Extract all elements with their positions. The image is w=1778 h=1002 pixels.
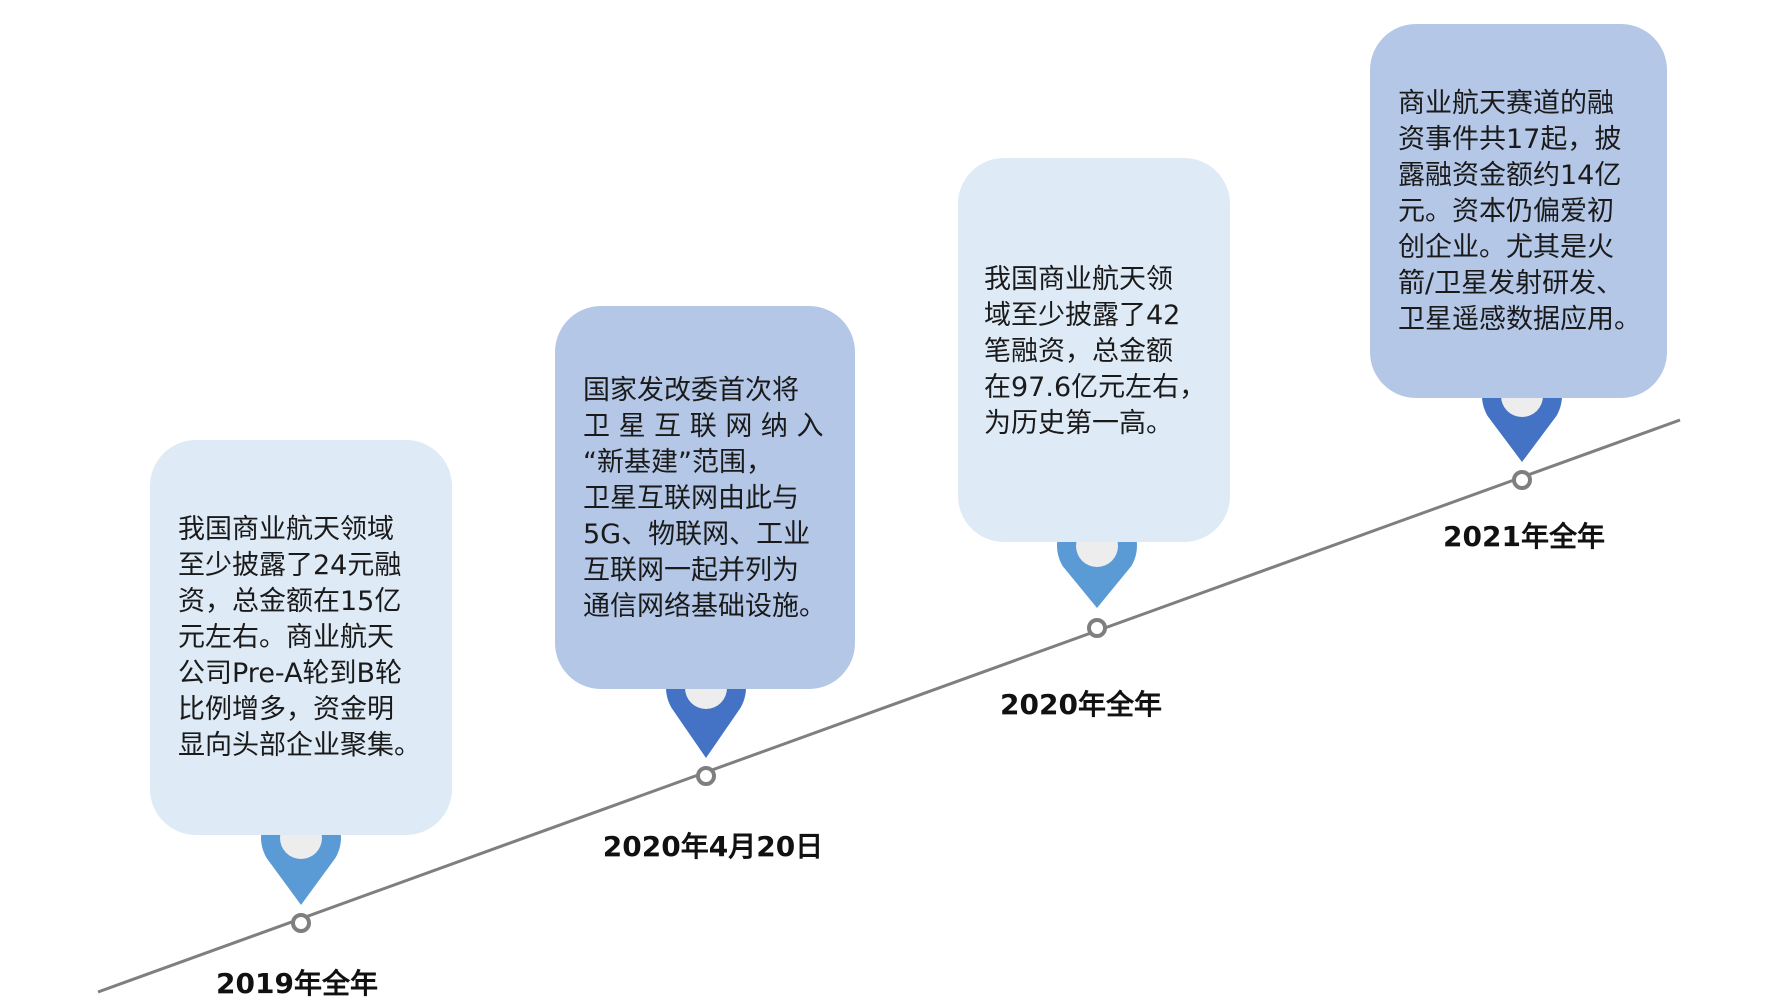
event-text-2021: 商业航天赛道的融 资事件共17起，披 露融资金额约14亿 元。资本仍偏爱初 创企… (1398, 88, 1641, 335)
event-text-2019: 我国商业航天领域 至少披露了24元融 资，总金额在15亿 元左右。商业航天 公司… (178, 514, 421, 761)
event-text-2020: 我国商业航天领 域至少披露了42 笔融资，总金额 在97.6亿元左右， 为历史第… (984, 264, 1207, 439)
timeline-marker-dot (291, 913, 311, 933)
timeline-marker-dot (1087, 618, 1107, 638)
event-date-2020: 2020年全年 (1000, 688, 1162, 721)
timeline-marker-dot (1512, 470, 1532, 490)
event-date-2021: 2021年全年 (1443, 520, 1605, 553)
event-card-2019 (150, 440, 452, 835)
event-card-2021 (1370, 24, 1667, 398)
event-date-2019: 2019年全年 (216, 967, 378, 1000)
event-date-2020-04-20: 2020年4月20日 (602, 830, 824, 863)
event-card-2020 (958, 158, 1230, 542)
pins-layer (256, 350, 1567, 933)
timeline-marker-dot (696, 766, 716, 786)
event-card-2020-04-20 (555, 306, 855, 689)
timeline-axis-line (97, 418, 1681, 994)
event-text-2020-04-20: 国家发改委首次将 卫 星 互 联 网 纳 入 “新基建”范围， 卫星互联网由此与… (583, 375, 826, 622)
